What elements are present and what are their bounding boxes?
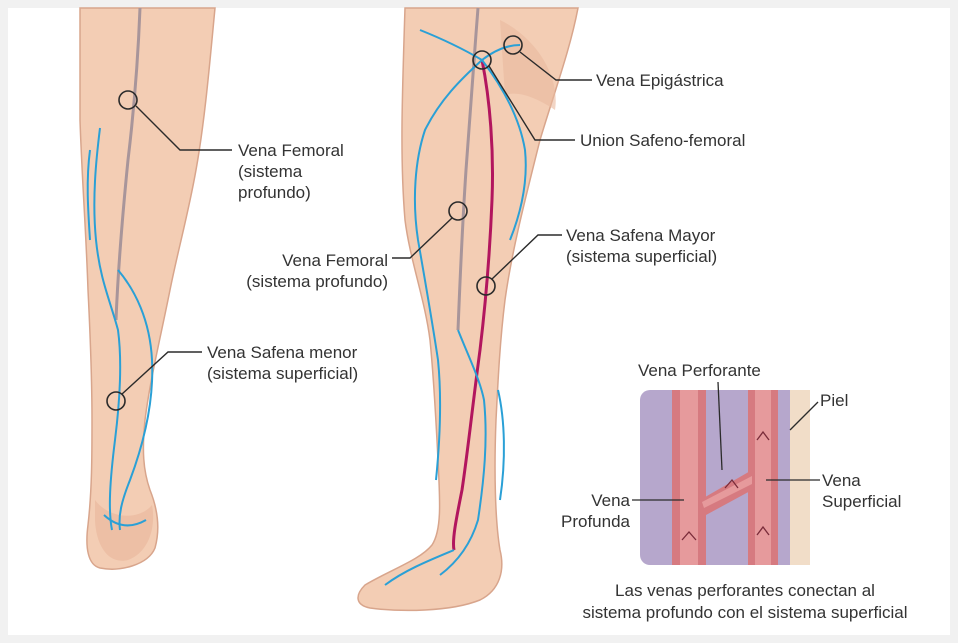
caption: Las venas perforantes conectan al sistem… — [540, 580, 950, 624]
anterior-superficial-branch-5 — [498, 390, 504, 500]
label-vena-femoral-posterior: Vena Femoral (sistema profundo) — [238, 140, 344, 203]
label-vena-femoral-anterior: Vena Femoral (sistema profundo) — [206, 250, 388, 292]
label-vena-superficial: Vena Superficial — [822, 470, 901, 512]
inset-background — [640, 390, 810, 565]
label-vena-perforante: Vena Perforante — [638, 360, 761, 381]
posterior-leg-silhouette — [80, 8, 215, 569]
label-vena-safena-menor: Vena Safena menor (sistema superficial) — [207, 342, 358, 384]
label-piel: Piel — [820, 390, 848, 411]
label-vena-epigastrica: Vena Epigástrica — [596, 70, 724, 91]
label-vena-profunda: Vena Profunda — [540, 490, 630, 532]
posterior-leg — [80, 8, 215, 569]
perforator-inset — [632, 382, 820, 565]
inset-superficial-vein-lumen — [755, 390, 771, 565]
inset-skin-layer — [790, 390, 810, 565]
label-vena-safena-mayor: Vena Safena Mayor (sistema superficial) — [566, 225, 717, 267]
label-union-safeno-femoral: Union Safeno-femoral — [580, 130, 745, 151]
